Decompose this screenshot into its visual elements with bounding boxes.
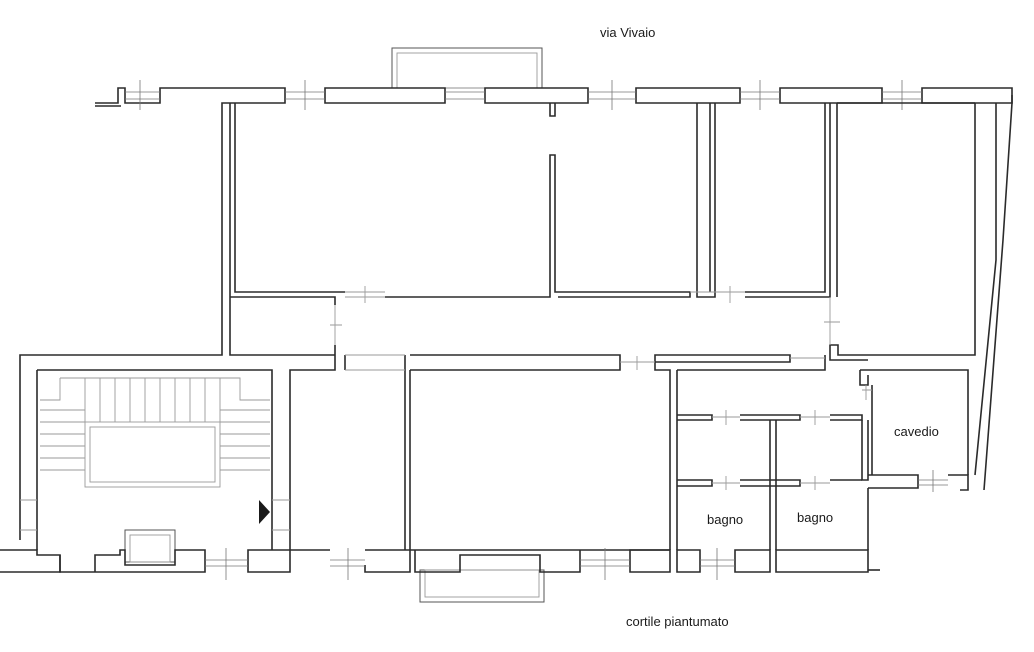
south-facade [0,549,880,573]
north-facade [19,87,1013,540]
entrance-arrow-icon [259,500,270,524]
bathroom-label-right: bagno [797,510,834,525]
shaft-label: cavedio [894,424,939,439]
balcony-bottom [419,569,545,603]
bathroom-label-left: bagno [707,512,744,527]
interior-walls [229,102,976,550]
street-label: via Vivaio [600,25,656,40]
north-windows [125,80,922,110]
courtyard-label: cortile piantumato [626,614,729,629]
door-marks [20,286,872,531]
staircase-icon [36,369,273,563]
south-windows [205,470,948,580]
balcony-top [391,47,543,89]
